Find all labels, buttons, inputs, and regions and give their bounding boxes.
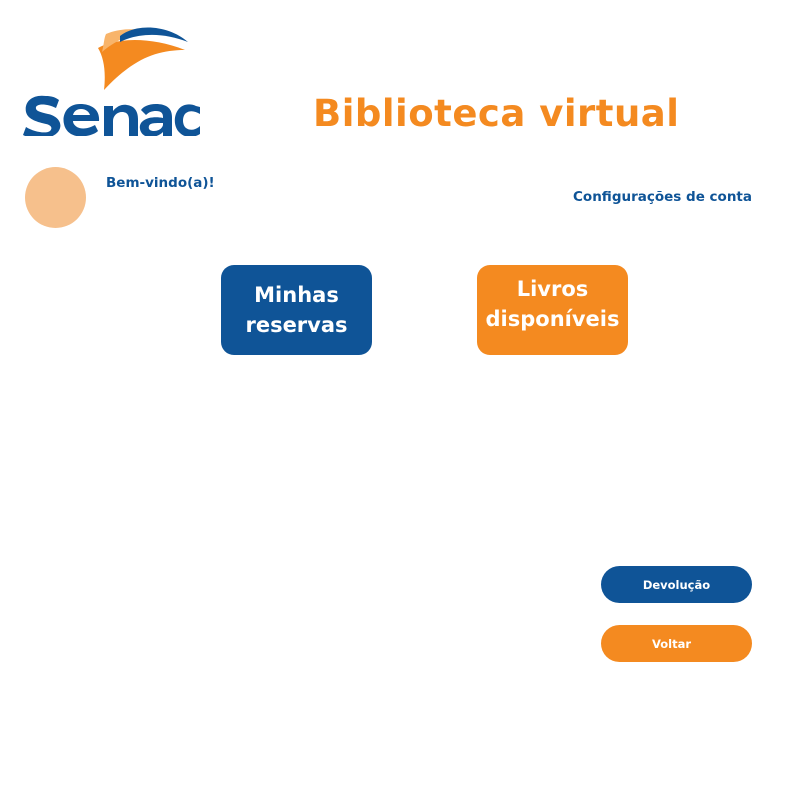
page-title: Biblioteca virtual xyxy=(313,92,680,135)
my-reservations-label-line2: reservas xyxy=(245,313,348,337)
welcome-message: Bem-vindo(a)! xyxy=(106,175,215,191)
available-books-button[interactable]: Livros disponíveis xyxy=(477,265,628,355)
available-books-label-line2: disponíveis xyxy=(485,307,620,331)
return-button[interactable]: Devolução xyxy=(601,566,752,603)
my-reservations-label-line1: Minhas xyxy=(254,283,339,307)
back-button[interactable]: Voltar xyxy=(601,625,752,662)
account-settings-link[interactable]: Configurações de conta xyxy=(573,189,752,205)
avatar[interactable] xyxy=(25,167,86,228)
senac-logo xyxy=(20,24,204,136)
my-reservations-button[interactable]: Minhas reservas xyxy=(221,265,372,355)
available-books-label-line1: Livros xyxy=(516,277,589,301)
